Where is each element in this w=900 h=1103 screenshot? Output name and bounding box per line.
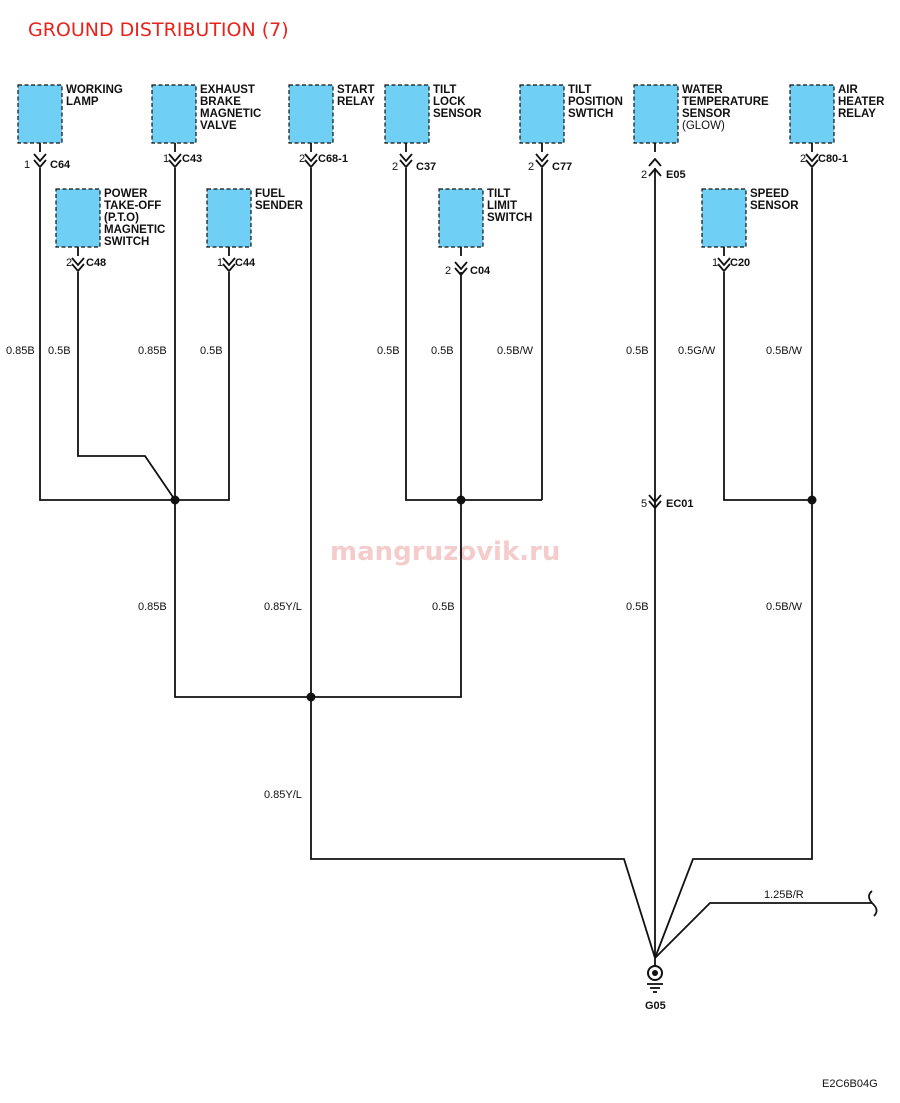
tilt-limit-switch-label: TILT LIMIT SWITCH xyxy=(487,188,532,224)
splice-dot xyxy=(807,495,817,505)
connector-chevron-icon xyxy=(805,153,819,169)
start-relay-box xyxy=(288,84,334,144)
connector-chevron-icon xyxy=(304,153,318,169)
connector-symbols xyxy=(33,153,819,510)
svg-text:2: 2 xyxy=(800,153,806,165)
svg-text:0.85Y/L: 0.85Y/L xyxy=(264,789,302,801)
svg-text:1: 1 xyxy=(217,257,223,269)
connector-chevron-icon xyxy=(222,257,236,273)
pto-switch-label: POWER TAKE-OFF (P.T.O) MAGNETIC SWITCH xyxy=(104,188,169,248)
pto-switch-box xyxy=(55,188,101,248)
connector-chevron-icon xyxy=(71,257,85,273)
svg-text:2: 2 xyxy=(445,265,451,277)
watermark: mangruzovik.ru xyxy=(330,537,560,567)
svg-text:0.5B: 0.5B xyxy=(626,601,649,613)
fuel-sender-label: FUEL SENDER xyxy=(255,188,304,212)
ground-g05: G05 xyxy=(645,958,666,1012)
svg-text:0.5B: 0.5B xyxy=(431,345,454,357)
tilt-position-switch-box xyxy=(519,84,565,144)
box-leads xyxy=(39,143,813,256)
svg-text:1: 1 xyxy=(163,153,169,165)
svg-text:C64: C64 xyxy=(50,159,71,171)
working-lamp-label: WORKING LAMP xyxy=(66,84,126,108)
svg-text:0.85Y/L: 0.85Y/L xyxy=(264,601,302,613)
svg-text:C68-1: C68-1 xyxy=(318,153,348,165)
svg-text:2: 2 xyxy=(299,153,305,165)
svg-text:5: 5 xyxy=(641,498,647,510)
wire-end-icon xyxy=(868,890,878,917)
svg-text:C80-1: C80-1 xyxy=(818,153,848,165)
svg-text:2: 2 xyxy=(641,169,647,181)
svg-text:0.5B/W: 0.5B/W xyxy=(766,601,803,613)
svg-text:C04: C04 xyxy=(470,265,491,277)
ground-label: G05 xyxy=(645,1000,666,1012)
svg-text:0.5B: 0.5B xyxy=(626,345,649,357)
connector-chevron-icon xyxy=(454,261,468,277)
svg-text:1: 1 xyxy=(24,159,30,171)
connector-chevron-icon xyxy=(648,494,662,510)
exhaust-brake-label: EXHAUST BRAKE MAGNETIC VALVE xyxy=(200,84,265,132)
exhaust-brake-box xyxy=(151,84,197,144)
svg-text:0.85B: 0.85B xyxy=(138,601,167,613)
air-heater-relay-label: AIR HEATER RELAY xyxy=(838,84,888,120)
splice-dot xyxy=(170,495,180,505)
wire-labels: 0.85B 0.5B 0.85B 0.5B 0.5B 0.5B 0.5B/W 0… xyxy=(6,345,804,901)
svg-text:C37: C37 xyxy=(416,161,436,173)
component-labels: WORKING LAMP EXHAUST BRAKE MAGNETIC VALV… xyxy=(66,84,888,248)
connector-labels: 1 C64 1 C43 2 C68-1 2 C37 2 C77 2 E05 2 … xyxy=(24,153,848,510)
connector-chevron-icon xyxy=(33,153,47,169)
connector-chevron-icon xyxy=(535,153,549,169)
svg-text:0.85B: 0.85B xyxy=(138,345,167,357)
speed-sensor-label: SPEED SENSOR xyxy=(750,188,799,212)
svg-text:C44: C44 xyxy=(235,257,256,269)
connector-chevron-icon xyxy=(648,157,662,177)
svg-text:0.5B: 0.5B xyxy=(432,601,455,613)
svg-text:C43: C43 xyxy=(182,153,202,165)
fuel-sender-box xyxy=(206,188,252,248)
svg-text:1: 1 xyxy=(712,257,718,269)
svg-text:E05: E05 xyxy=(666,169,686,181)
svg-text:EC01: EC01 xyxy=(666,498,694,510)
svg-text:1.25B/R: 1.25B/R xyxy=(764,889,804,901)
water-temp-sensor-box xyxy=(633,84,679,144)
svg-text:0.5B: 0.5B xyxy=(48,345,71,357)
connector-chevron-icon xyxy=(168,153,182,169)
wires xyxy=(39,168,872,959)
water-temp-sensor-label: WATER TEMPERATURE SENSOR (GLOW) xyxy=(682,84,772,132)
speed-sensor-box xyxy=(701,188,747,248)
svg-text:C48: C48 xyxy=(86,257,106,269)
svg-text:0.5B: 0.5B xyxy=(377,345,400,357)
svg-text:0.5B/W: 0.5B/W xyxy=(766,345,803,357)
svg-text:2: 2 xyxy=(528,161,534,173)
tilt-lock-sensor-label: TILT LOCK SENSOR xyxy=(433,84,482,120)
tilt-lock-sensor-box xyxy=(384,84,430,144)
splice-dot xyxy=(456,495,466,505)
diagram-title: GROUND DISTRIBUTION (7) xyxy=(28,19,289,41)
svg-text:0.5G/W: 0.5G/W xyxy=(678,345,716,357)
svg-text:2: 2 xyxy=(66,257,72,269)
svg-text:C77: C77 xyxy=(552,161,572,173)
svg-text:0.5B: 0.5B xyxy=(200,345,223,357)
components xyxy=(17,84,835,248)
connector-chevron-icon xyxy=(399,153,413,169)
air-heater-relay-box xyxy=(789,84,835,144)
diagram-code: E2C6B04G xyxy=(822,1078,878,1090)
working-lamp-box xyxy=(17,84,63,144)
splice-points xyxy=(170,495,817,702)
tilt-position-switch-label: TILT POSITION SWTICH xyxy=(568,84,626,120)
tilt-limit-switch-box xyxy=(438,188,484,248)
svg-text:C20: C20 xyxy=(730,257,750,269)
svg-text:2: 2 xyxy=(392,161,398,173)
splice-dot xyxy=(306,692,316,702)
start-relay-label: START RELAY xyxy=(337,84,378,108)
svg-text:0.5B/W: 0.5B/W xyxy=(497,345,534,357)
connector-chevron-icon xyxy=(717,257,731,273)
svg-text:0.85B: 0.85B xyxy=(6,345,35,357)
